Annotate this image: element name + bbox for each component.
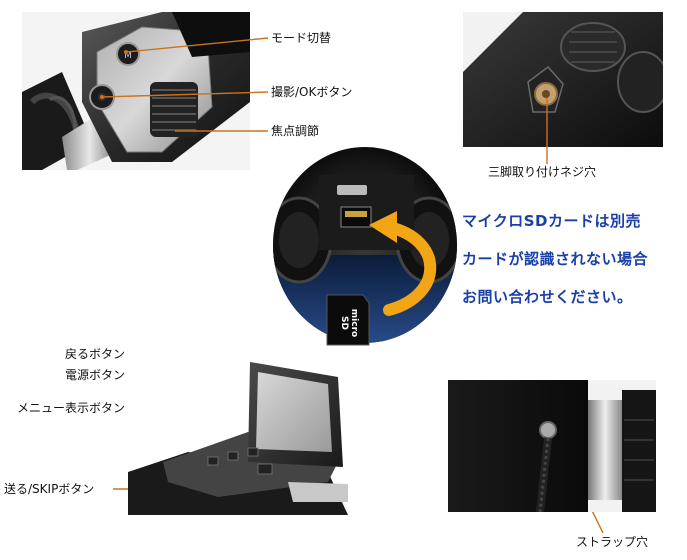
center-sd-slot-panel: micro SD bbox=[269, 145, 461, 347]
label-focus-adjust: 焦点調節 bbox=[271, 124, 320, 138]
camera-lcd-illustration bbox=[128, 352, 348, 515]
label-back-button: 戻るボタン bbox=[65, 347, 126, 361]
tripod-illustration bbox=[463, 12, 663, 147]
leader-mode bbox=[125, 37, 269, 53]
label-send-skip-button: 送る/SKIPボタン bbox=[4, 482, 95, 496]
bottom-left-camera-panel bbox=[128, 352, 348, 515]
microsd-card-icon bbox=[326, 294, 370, 346]
notice-line-2: カードが認識されない場合 bbox=[462, 250, 649, 268]
label-shoot-ok-button: 撮影/OKボタン bbox=[271, 85, 353, 99]
label-menu-button: メニュー表示ボタン bbox=[17, 401, 126, 415]
leader-shoot-ok bbox=[101, 91, 269, 98]
sd-slot-illustration bbox=[273, 147, 457, 346]
notice-line-1: マイクロSDカードは別売 bbox=[462, 212, 641, 230]
label-mode-switch: モード切替 bbox=[271, 31, 332, 45]
strap-illustration bbox=[448, 380, 656, 512]
notice-line-3: お問い合わせください。 bbox=[462, 288, 633, 306]
insert-arrow-icon bbox=[383, 221, 437, 316]
bottom-right-strap-panel bbox=[448, 380, 656, 512]
strap-hole-icon bbox=[539, 421, 557, 439]
top-right-tripod-panel bbox=[463, 12, 663, 147]
skip-button-shape bbox=[257, 463, 273, 475]
power-button-shape bbox=[227, 451, 239, 461]
microsd-card-text: micro SD bbox=[339, 308, 359, 338]
menu-button-shape bbox=[207, 456, 219, 466]
back-button-shape bbox=[247, 447, 259, 457]
label-strap-hole: ストラップ穴 bbox=[576, 535, 649, 549]
svg-text:M: M bbox=[124, 51, 132, 61]
label-power-button: 電源ボタン bbox=[65, 368, 126, 382]
lcd-screen bbox=[256, 372, 332, 452]
label-tripod-hole: 三脚取り付けネジ穴 bbox=[488, 165, 597, 179]
